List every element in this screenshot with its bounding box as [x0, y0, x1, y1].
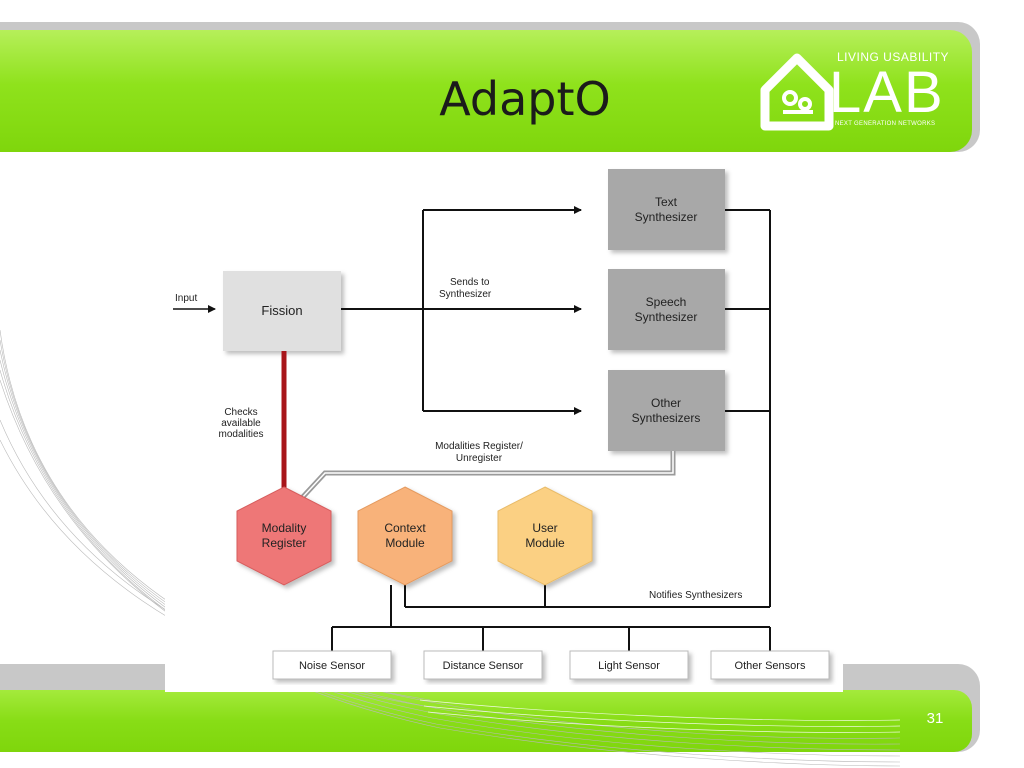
distance-sensor-box — [423, 650, 543, 680]
fission-label: Fission — [261, 303, 302, 318]
modality-register-hexagon — [236, 486, 332, 586]
checks-label-line1: Checks — [224, 407, 257, 418]
noise-sensor-label: Noise Sensor — [299, 660, 365, 672]
sends-to-label-line2: Synthesizer — [439, 289, 492, 300]
user-module-line1: User — [532, 521, 557, 535]
light-sensor-label: Light Sensor — [598, 660, 660, 672]
other-sensors-label: Other Sensors — [735, 660, 806, 672]
page-number: 31 — [926, 710, 944, 727]
house-icon — [760, 53, 834, 131]
modalities-register-label-line2: Unregister — [456, 453, 503, 464]
other-synthesizers-box — [608, 370, 725, 451]
modality-register-line1: Modality — [262, 521, 307, 535]
text-synthesizer-line1: Text — [655, 195, 678, 209]
modalities-register-line-highlight — [299, 451, 674, 501]
modalities-register-label-line1: Modalities Register/ — [435, 441, 523, 452]
logo-sub-text: NEXT GENERATION NETWORKS — [835, 121, 936, 127]
text-synthesizer-box — [608, 169, 725, 250]
context-module-line1: Context — [384, 521, 426, 535]
other-sensors-box — [710, 650, 830, 680]
user-module-line2: Module — [525, 536, 565, 550]
sends-to-label-line1: Sends to — [450, 277, 490, 288]
slide-title: AdaptO — [439, 72, 611, 126]
checks-label-line3: modalities — [218, 429, 263, 440]
context-module-hexagon — [357, 486, 453, 586]
speech-synthesizer-line1: Speech — [646, 295, 687, 309]
speech-synthesizer-line2: Synthesizer — [635, 310, 698, 324]
notifies-synthesizers-label: Notifies Synthesizers — [649, 590, 742, 601]
user-module-hexagon — [497, 486, 593, 586]
logo-top-text: LIVING USABILITY — [837, 50, 950, 64]
speech-synthesizer-box — [608, 269, 725, 350]
checks-label-line2: available — [221, 418, 261, 429]
other-synthesizers-line1: Other — [651, 396, 681, 410]
other-synthesizers-line2: Synthesizers — [632, 411, 701, 425]
noise-sensor-box — [272, 650, 392, 680]
fission-box — [223, 271, 341, 351]
footer-bar — [0, 690, 972, 752]
logo-main-text: LAB — [829, 60, 945, 125]
adapto-architecture-diagram: Input Fission Sends to Synthesizer Text … — [173, 169, 830, 680]
header-bar — [0, 30, 972, 152]
distance-sensor-label: Distance Sensor — [443, 660, 524, 672]
living-usability-lab-logo: LIVING USABILITY LAB NEXT GENERATION NET… — [757, 44, 967, 140]
modality-register-line2: Register — [262, 536, 307, 550]
text-synthesizer-line2: Synthesizer — [635, 210, 698, 224]
context-module-line2: Module — [385, 536, 425, 550]
input-label: Input — [175, 293, 197, 304]
diagram-panel: Input Fission Sends to Synthesizer Text … — [165, 165, 843, 692]
light-sensor-box — [569, 650, 689, 680]
